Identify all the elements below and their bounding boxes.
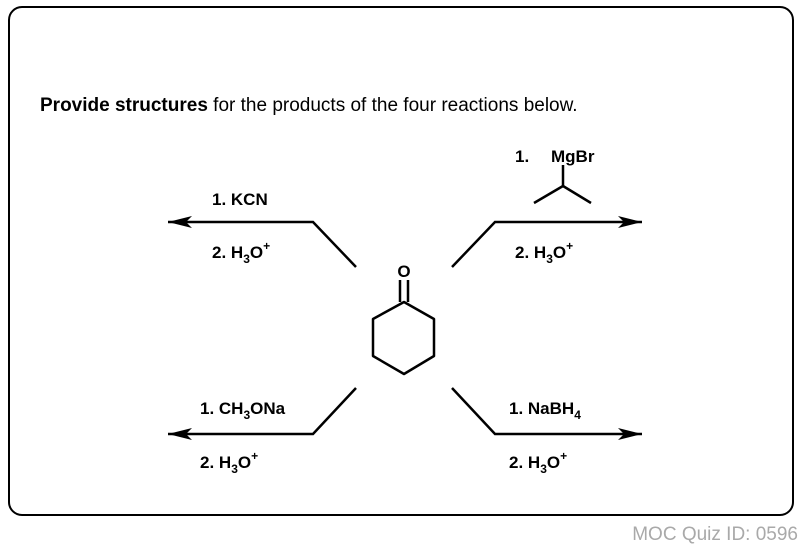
isopropyl-group	[533, 165, 592, 205]
lower-right-step1: 1. NaBH4	[509, 399, 581, 422]
prompt-rest: for the products of the four reactions b…	[207, 95, 578, 116]
prompt-bold: Provide structures	[40, 95, 208, 116]
question-prompt: Provide structures for the products of t…	[40, 95, 578, 117]
lower-left-step2: 2. H3O+	[200, 449, 258, 476]
carbonyl-oxygen-label: O	[397, 262, 410, 281]
quiz-card	[8, 6, 794, 516]
lower-right-step2: 2. H3O+	[509, 449, 567, 476]
cyclohexane-ring	[371, 300, 436, 376]
reaction-arrow-upper-right	[451, 216, 642, 268]
lower-left-step1: 1. CH3ONa	[200, 399, 286, 422]
upper-right-step2: 2. H3O+	[515, 239, 573, 266]
upper-right-step1-reagent: MgBr	[551, 147, 595, 166]
upper-right-step1-number: 1.	[515, 147, 529, 166]
reaction-arrow-lower-left	[168, 387, 357, 440]
upper-left-step1: 1. KCN	[212, 190, 268, 209]
upper-left-step2: 2. H3O+	[212, 239, 270, 266]
quiz-id-label: MOC Quiz ID: 0596	[632, 524, 798, 545]
reaction-arrow-lower-right	[451, 387, 642, 440]
reaction-arrow-upper-left	[168, 216, 357, 268]
cyclohexanone-structure	[371, 280, 436, 376]
